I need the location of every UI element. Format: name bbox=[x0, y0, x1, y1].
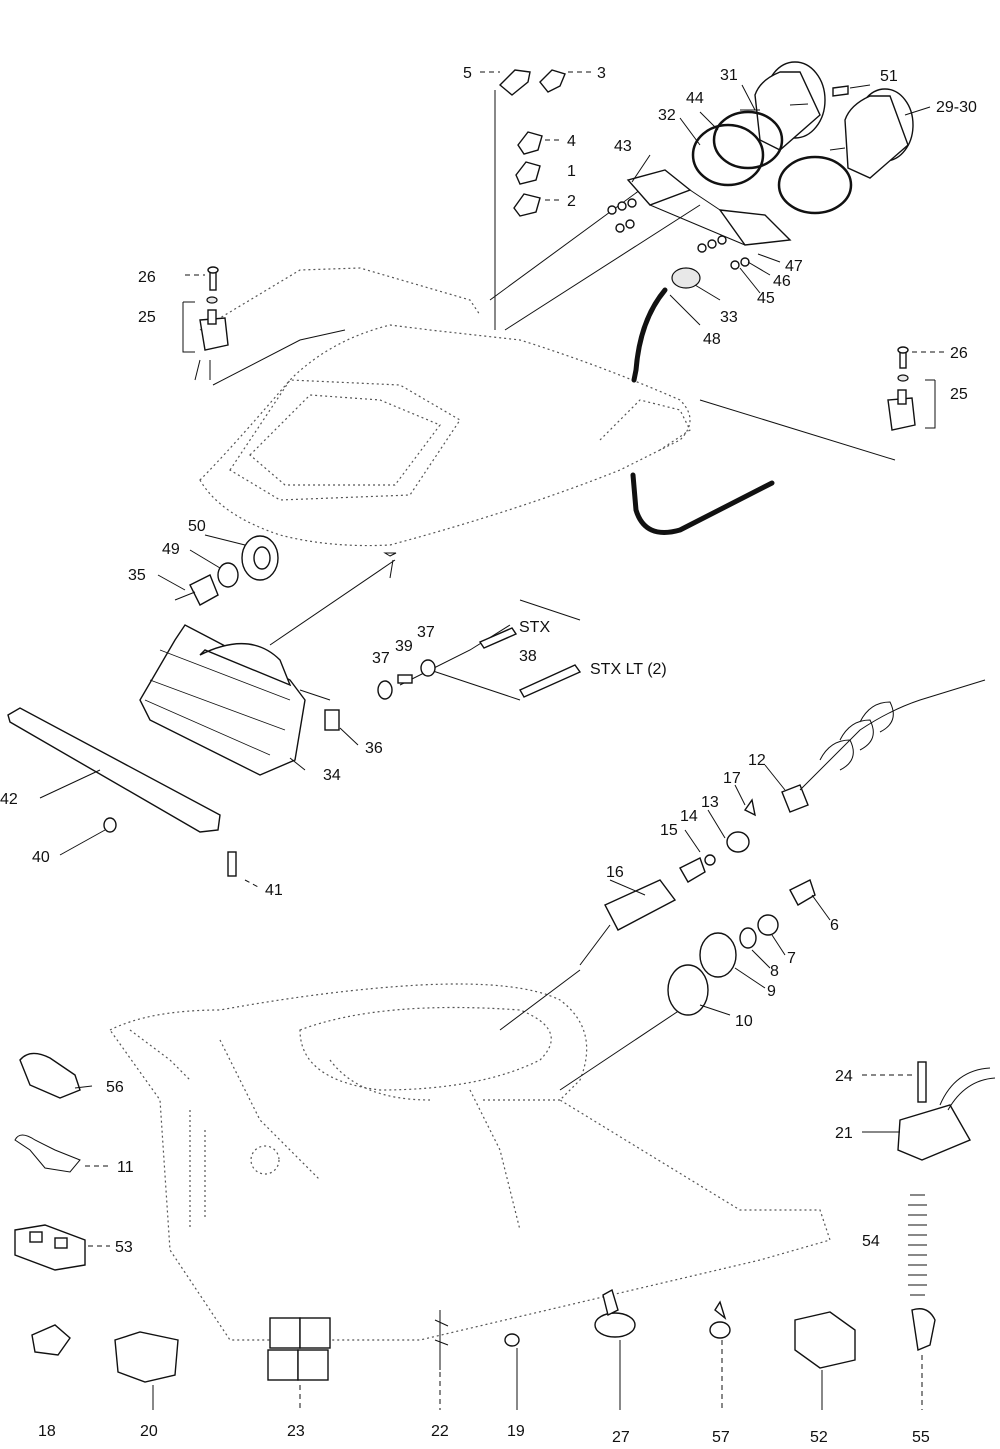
callout-27: 27 bbox=[612, 1429, 630, 1446]
switch-clips bbox=[498, 69, 566, 217]
pillar-switch-right bbox=[887, 346, 916, 431]
callout-57: 57 bbox=[712, 1429, 730, 1446]
callout-48: 48 bbox=[703, 331, 721, 348]
callout-32: 32 bbox=[658, 107, 676, 124]
callout-50: 50 bbox=[188, 518, 206, 535]
callout-19: 19 bbox=[507, 1423, 525, 1440]
callout-40: 40 bbox=[32, 849, 50, 866]
callout-44: 44 bbox=[686, 90, 704, 107]
callout-52: 52 bbox=[810, 1429, 828, 1446]
callout-33: 33 bbox=[720, 309, 738, 326]
callout-47: 47 bbox=[785, 258, 803, 275]
bracket bbox=[607, 169, 792, 270]
callout-24: 24 bbox=[835, 1068, 853, 1085]
gauges bbox=[691, 61, 914, 215]
callout-13: 13 bbox=[701, 794, 719, 811]
callout-56: 56 bbox=[106, 1079, 124, 1096]
callout-labels: 5 3 4 1 2 31 44 32 43 51 29-30 47 46 45 … bbox=[0, 65, 977, 1446]
callout-26-left: 26 bbox=[138, 269, 156, 286]
callout-20: 20 bbox=[140, 1423, 158, 1440]
callout-12: 12 bbox=[748, 752, 766, 769]
callout-37-top: 37 bbox=[417, 624, 435, 641]
callout-36: 36 bbox=[365, 740, 383, 757]
callout-34: 34 bbox=[323, 767, 341, 784]
bulb-socket bbox=[174, 535, 279, 606]
callout-26-right: 26 bbox=[950, 345, 968, 362]
callout-6: 6 bbox=[830, 917, 839, 934]
callout-18: 18 bbox=[38, 1423, 56, 1440]
callout-2: 2 bbox=[567, 193, 576, 210]
callout-42: 42 bbox=[0, 791, 18, 808]
side-parts bbox=[14, 1052, 86, 1271]
callout-41: 41 bbox=[265, 882, 283, 899]
callout-7: 7 bbox=[787, 950, 796, 967]
callout-53: 53 bbox=[115, 1239, 133, 1256]
callout-21: 21 bbox=[835, 1125, 853, 1142]
callout-35: 35 bbox=[128, 567, 146, 584]
regulator bbox=[897, 1061, 996, 1161]
callout-43: 43 bbox=[614, 138, 632, 155]
callout-11: 11 bbox=[117, 1159, 134, 1176]
callout-1: 1 bbox=[567, 163, 576, 180]
callout-15: 15 bbox=[660, 822, 678, 839]
callout-5: 5 bbox=[463, 65, 472, 82]
callout-29-30: 29-30 bbox=[936, 99, 977, 116]
callout-stx-lt: STX LT (2) bbox=[590, 661, 667, 678]
callout-10: 10 bbox=[735, 1013, 753, 1030]
callout-22: 22 bbox=[431, 1423, 449, 1440]
callout-31: 31 bbox=[720, 67, 738, 84]
callout-16: 16 bbox=[606, 864, 624, 881]
callout-37: 37 bbox=[372, 650, 390, 667]
callout-17: 17 bbox=[723, 770, 741, 787]
callout-39: 39 bbox=[395, 638, 413, 655]
ignition-parts bbox=[579, 679, 986, 1016]
pillar-switch-left bbox=[199, 266, 229, 351]
callout-9: 9 bbox=[767, 983, 776, 1000]
callout-51: 51 bbox=[880, 68, 898, 85]
spring bbox=[908, 1194, 936, 1351]
callout-46: 46 bbox=[773, 273, 791, 290]
callout-leaders bbox=[39, 71, 945, 1410]
callout-25-right: 25 bbox=[950, 386, 968, 403]
harness bbox=[630, 267, 775, 535]
hull-outline bbox=[109, 983, 831, 1341]
front-bar bbox=[7, 707, 237, 877]
callout-38: 38 bbox=[519, 648, 537, 665]
hood-cover bbox=[199, 267, 691, 547]
callout-54: 54 bbox=[862, 1233, 880, 1250]
callout-49: 49 bbox=[162, 541, 180, 558]
mount-hardware bbox=[377, 627, 582, 700]
callout-55: 55 bbox=[912, 1429, 930, 1446]
bottom-row-parts bbox=[31, 1288, 856, 1383]
callout-14: 14 bbox=[680, 808, 698, 825]
callout-25-left: 25 bbox=[138, 309, 156, 326]
headlamp bbox=[139, 624, 340, 776]
callout-4: 4 bbox=[567, 133, 576, 150]
callout-3: 3 bbox=[597, 65, 606, 82]
callout-stx: STX bbox=[519, 619, 550, 636]
callout-45: 45 bbox=[757, 290, 775, 307]
callout-23: 23 bbox=[287, 1423, 305, 1440]
callout-8: 8 bbox=[770, 963, 779, 980]
